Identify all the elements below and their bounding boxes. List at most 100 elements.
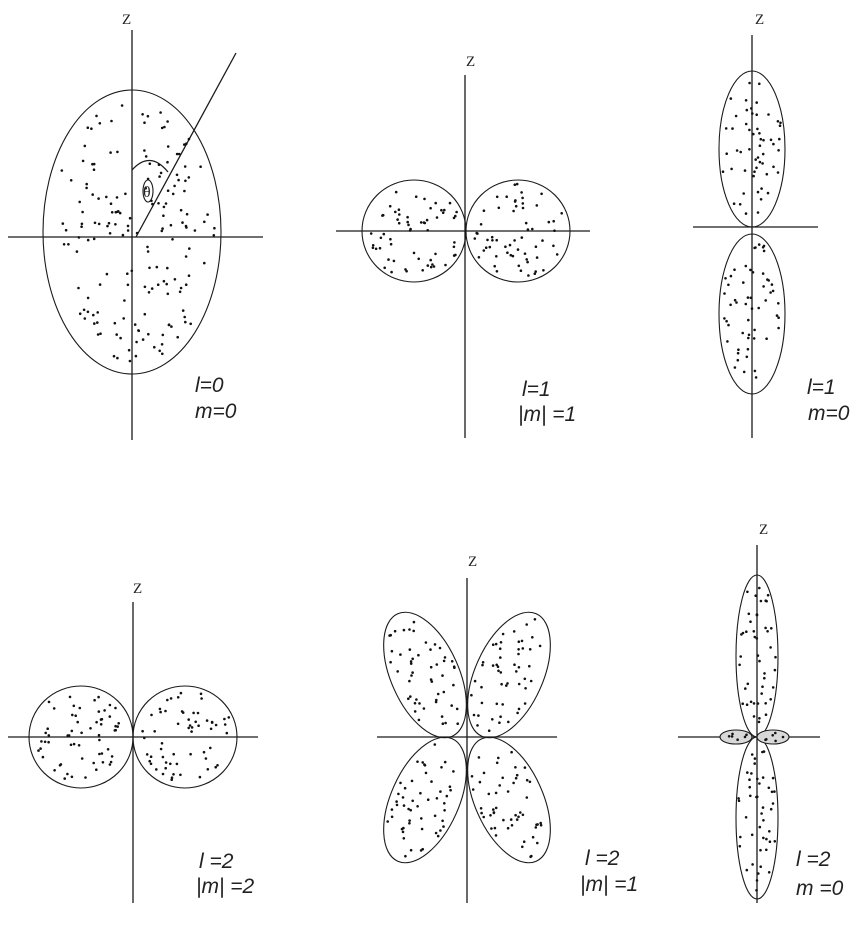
stipple-dot (126, 229, 130, 232)
stipple-dot (426, 264, 430, 267)
stipple-dot (499, 656, 502, 659)
stipple-dot (390, 808, 394, 811)
stipple-dot (547, 220, 551, 224)
stipple-dot (110, 211, 114, 214)
stipple-dot (726, 340, 729, 343)
dot-fill (738, 586, 777, 724)
stipple-dot (746, 590, 749, 594)
stipple-dot (480, 701, 484, 705)
stipple-dot (411, 799, 415, 803)
stipple-dot (160, 126, 164, 130)
quantum-number-m: m=0 (195, 400, 237, 423)
stipple-dot (117, 722, 120, 725)
stipple-dot (748, 128, 751, 132)
stipple-dot (214, 723, 218, 727)
stipple-dot (484, 246, 488, 249)
stipple-dot (80, 757, 84, 760)
stipple-dot (450, 704, 454, 707)
stipple-dot (759, 198, 763, 201)
stipple-dot (408, 648, 412, 651)
stipple-dot (476, 724, 479, 727)
z-axis-label: Z (122, 12, 131, 28)
stipple-dot (157, 202, 160, 205)
stipple-dot (423, 221, 427, 225)
stipple-dot (47, 740, 50, 744)
stipple-dot (529, 679, 533, 683)
dot-fill (386, 743, 455, 858)
stipple-dot (443, 809, 446, 812)
stipple-dot (553, 229, 556, 232)
stipple-dot (770, 627, 773, 630)
stipple-dot (146, 250, 150, 253)
stipple-dot (723, 292, 726, 295)
stipple-dot (439, 790, 442, 793)
stipple-dot (423, 763, 426, 766)
stipple-dot (748, 778, 751, 781)
stipple-dot (163, 125, 166, 129)
stipple-dot (86, 126, 90, 129)
stipple-dot (189, 752, 192, 756)
stipple-dot (159, 747, 163, 751)
stipple-dot (523, 252, 527, 255)
stipple-dot (750, 107, 753, 110)
stipple-dot (756, 777, 759, 781)
stipple-dot (164, 709, 167, 713)
stipple-dot (745, 733, 748, 737)
stipple-dot (494, 806, 498, 810)
stipple-dot (164, 766, 167, 770)
stipple-dot (109, 202, 113, 205)
stipple-dot (43, 740, 47, 744)
stipple-dot (83, 317, 87, 320)
lobe (42, 89, 222, 375)
stipple-dot (99, 723, 103, 726)
stipple-dot (494, 642, 498, 646)
stipple-dot (777, 149, 780, 152)
stipple-dot (751, 112, 754, 115)
stipple-dot (525, 623, 528, 626)
stipple-dot (128, 359, 132, 363)
stipple-dot (495, 270, 499, 273)
stipple-dot (64, 228, 68, 232)
stipple-dot (70, 729, 74, 733)
stipple-dot (408, 822, 411, 825)
stipple-dot (183, 189, 186, 193)
stipple-dot (190, 726, 194, 729)
stipple-dot (509, 818, 513, 821)
stipple-dot (498, 784, 502, 787)
stipple-dot (406, 220, 410, 224)
stipple-dot (517, 264, 521, 268)
stipple-dot (440, 208, 443, 212)
stipple-dot (120, 104, 124, 107)
stipple-dot (721, 170, 725, 173)
stipple-dot (193, 229, 197, 232)
stipple-dot (405, 269, 408, 273)
stipple-dot (409, 695, 412, 698)
stipple-dot (723, 317, 726, 320)
stipple-dot (749, 700, 753, 704)
stipple-dot (478, 780, 482, 784)
stipple-dot (41, 755, 45, 759)
stipple-dot (114, 210, 118, 214)
stipple-dot (108, 715, 112, 718)
stipple-dot (426, 798, 430, 801)
quantum-number-m: |m| =1 (518, 403, 576, 426)
stipple-dot (389, 660, 392, 664)
stipple-dot (413, 701, 417, 705)
stipple-dot (749, 620, 752, 623)
stipple-dot (179, 773, 182, 777)
stipple-dot (98, 752, 101, 756)
stipple-dot (394, 190, 398, 194)
stipple-dot (434, 201, 438, 205)
stipple-dot (77, 744, 81, 747)
stipple-dot (752, 630, 756, 633)
stipple-dot (96, 321, 99, 324)
theta-symbol: θ (143, 184, 151, 201)
stipple-dot (141, 113, 144, 116)
stipple-dot (445, 794, 449, 798)
stipple-dot (141, 729, 144, 733)
stipple-dot (167, 323, 171, 327)
stipple-dot (40, 740, 43, 743)
stipple-dot (752, 132, 755, 136)
stipple-dot (69, 743, 73, 747)
stipple-dot (528, 664, 531, 668)
